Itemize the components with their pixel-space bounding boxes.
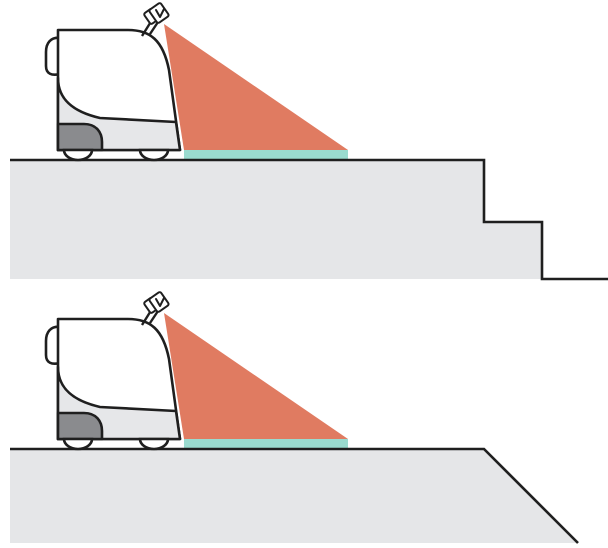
ground-outline — [10, 447, 579, 544]
lidar-sensor-icon — [142, 290, 171, 315]
detection-zone-strip — [184, 150, 348, 160]
panel-slope — [10, 290, 579, 544]
sensor-beam — [164, 24, 348, 150]
robot-icon — [44, 18, 182, 162]
detection-zone-strip — [184, 439, 348, 449]
ground-outline — [10, 158, 608, 281]
lidar-sensor-icon — [142, 1, 171, 26]
sensor-beam — [164, 313, 348, 439]
robot-icon — [44, 307, 182, 451]
stepped-ground — [10, 160, 542, 279]
panel-steps — [10, 1, 608, 281]
sloped-ground — [10, 449, 578, 543]
